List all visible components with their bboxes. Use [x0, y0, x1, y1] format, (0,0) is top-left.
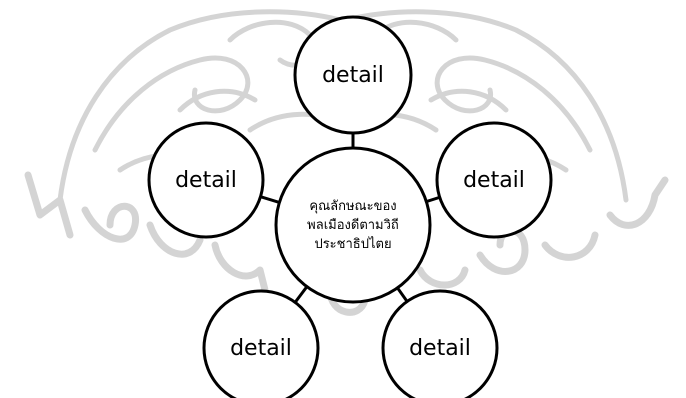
node-top-circle: [295, 17, 411, 133]
center-node-circle: [276, 148, 430, 302]
node-bottom-right-circle: [383, 291, 497, 398]
node-right-circle: [437, 123, 551, 237]
node-left-circle: [149, 123, 263, 237]
node-bottom-left-circle: [204, 291, 318, 398]
